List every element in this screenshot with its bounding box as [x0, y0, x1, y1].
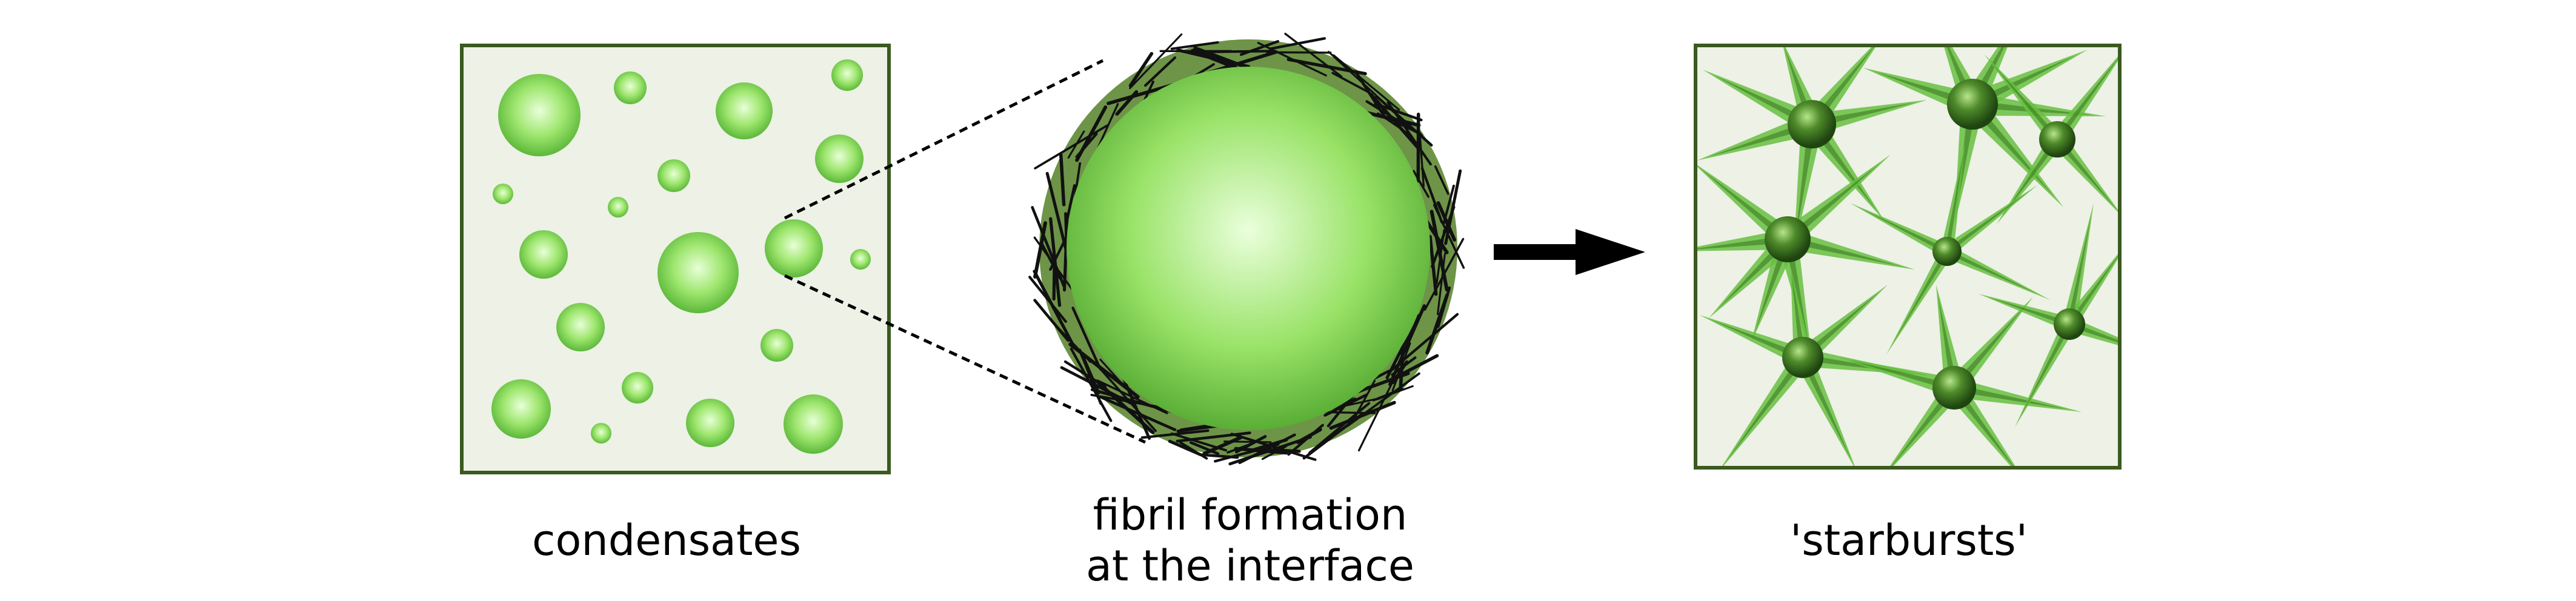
- droplet: [498, 74, 581, 156]
- arrow-head: [1576, 229, 1645, 275]
- droplet: [614, 71, 647, 104]
- starburst-core: [1932, 366, 1976, 410]
- condensates-panel: [462, 45, 889, 473]
- condensates-caption: condensates: [532, 515, 801, 566]
- starbursts-caption: 'starbursts': [1790, 515, 2028, 566]
- arrow-shaft: [1494, 244, 1585, 260]
- condensates-label: condensates: [532, 515, 801, 566]
- fibril-line: [1267, 52, 1330, 53]
- starburst-core: [1932, 237, 1962, 266]
- starburst-core: [1782, 337, 1823, 378]
- starbursts-label: 'starbursts': [1790, 515, 2028, 566]
- starburst-core: [2054, 308, 2085, 340]
- starburst-core: [1947, 79, 1998, 130]
- starburst-core: [1765, 216, 1811, 262]
- droplet: [784, 394, 843, 454]
- droplet: [591, 423, 611, 443]
- droplet: [608, 197, 628, 217]
- fibril-droplet: [1030, 34, 1463, 464]
- droplet: [831, 59, 863, 91]
- transition-arrow: [1494, 229, 1645, 275]
- droplet: [716, 82, 773, 139]
- fibril-formation-caption: fibril formation at the interface: [1086, 490, 1414, 591]
- droplet-interior: [1067, 67, 1430, 430]
- droplet: [657, 232, 739, 313]
- droplet: [491, 379, 551, 439]
- fibril-caption-line2: at the interface: [1086, 540, 1414, 591]
- droplet: [850, 249, 871, 270]
- droplet: [622, 372, 653, 403]
- droplet: [519, 230, 568, 279]
- fibril-caption-line1: fibril formation: [1086, 490, 1414, 540]
- droplet: [556, 303, 605, 351]
- starburst-core: [1788, 100, 1836, 148]
- droplet: [657, 159, 690, 192]
- droplet: [815, 134, 864, 183]
- droplet: [686, 399, 734, 447]
- droplet: [765, 219, 823, 277]
- starbursts-panel: [1672, 13, 2172, 485]
- droplet: [760, 329, 793, 362]
- droplet: [493, 184, 513, 204]
- starburst-core: [2039, 121, 2075, 158]
